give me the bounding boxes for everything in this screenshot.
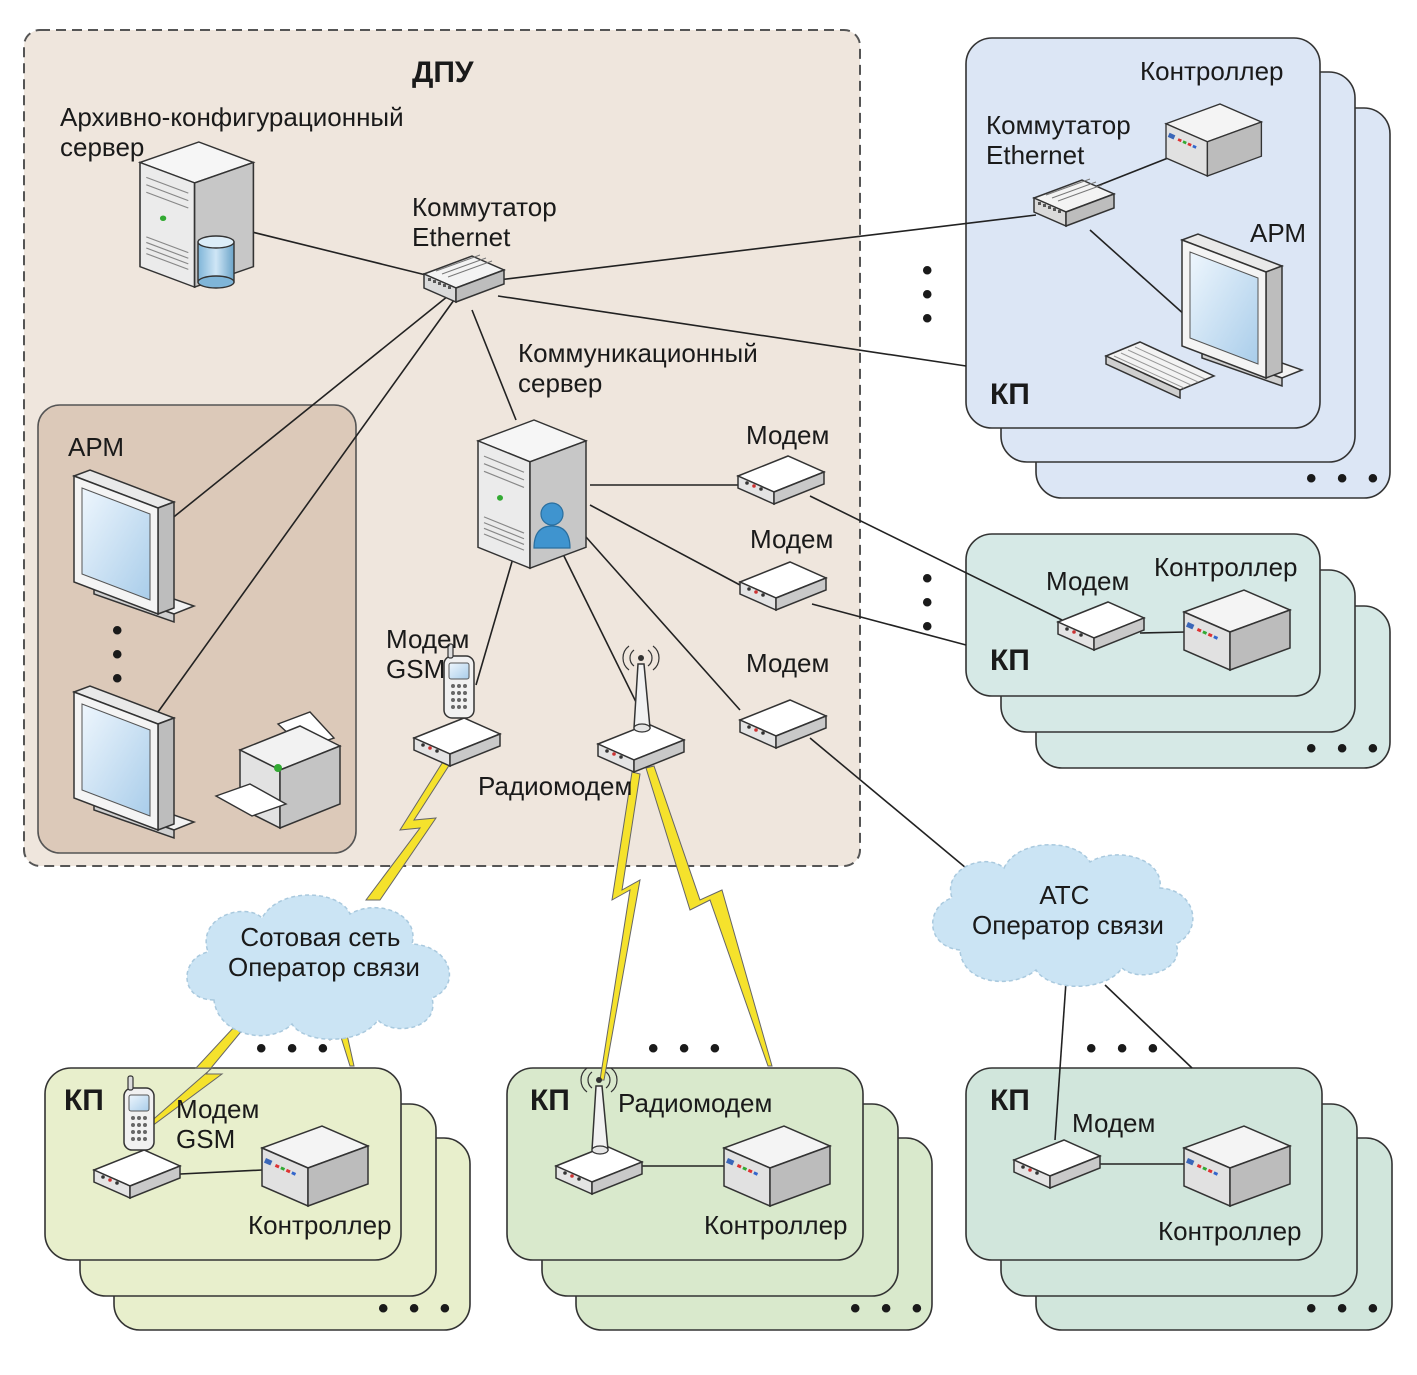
kp-atc-modem-label: Модем — [1072, 1108, 1155, 1138]
dpu-radiomodem-label: Радиомодем — [478, 771, 632, 801]
kp-gsm-controller-label: Контроллер — [248, 1210, 391, 1240]
kp-gsm-more: • • • — [378, 1292, 456, 1325]
kp-ethernet-title: КП — [990, 378, 1030, 411]
database-icon — [197, 235, 235, 289]
kp-atc-stack — [965, 1067, 1393, 1331]
kp-modem-title: КП — [990, 644, 1030, 677]
dpu-modem-3-label: Модем — [746, 648, 829, 678]
kp-radio-modem-label: Радиомодем — [618, 1088, 772, 1118]
kp-ethernet-controller-label: Контроллер — [1140, 56, 1283, 86]
kp-modem-controller-label: Контроллер — [1154, 552, 1297, 582]
kp-radio-top-more: • • • — [648, 1032, 726, 1065]
archive-server-label-line1: Архивно-конфигурационный — [60, 102, 404, 132]
dpu-modem-2-label: Модем — [750, 524, 833, 554]
atc-cloud — [931, 843, 1194, 987]
kp-radio-more: • • • — [850, 1292, 928, 1325]
kp-atc-top-more: • • • — [1086, 1032, 1164, 1065]
kp-modem-modem-label: Модем — [1046, 566, 1129, 596]
dpu-gsm-modem-label: Модем GSM — [386, 624, 477, 684]
kp-atc-more: • • • — [1306, 1292, 1384, 1325]
cellular-cloud-label: Сотовая сеть Оператор связи — [228, 922, 420, 982]
dpu-title: ДПУ — [412, 56, 474, 89]
dpu-modem-1-label: Модем — [746, 420, 829, 450]
kp-modem-more: • • • — [1306, 732, 1384, 765]
kp-atc-controller-label: Контроллер — [1158, 1216, 1301, 1246]
kp-radio-title: КП — [530, 1084, 570, 1117]
user-icon — [533, 502, 571, 549]
kp-modem-more-dots: ••• — [922, 562, 939, 643]
kp-ethernet-stack — [965, 37, 1391, 499]
dpu-switch-label: Коммутатор Ethernet — [412, 192, 564, 252]
archive-server-label: Архивно-конфигурационный сервер — [60, 102, 411, 162]
cellular-cloud — [186, 894, 451, 1040]
kp-ethernet-arm-label: АРМ — [1250, 218, 1306, 248]
connections — [139, 157, 1193, 1177]
printer-icon — [214, 711, 342, 830]
atc-cloud-label: АТС Оператор связи — [972, 880, 1164, 940]
kp-ethernet-more-dots: ••• — [922, 254, 939, 335]
kp-radio-controller-label: Контроллер — [704, 1210, 847, 1240]
kp-ethernet-more: • • • — [1306, 462, 1384, 495]
kp-gsm-top-more: • • • — [256, 1032, 334, 1065]
kp-atc-title: КП — [990, 1084, 1030, 1117]
comm-server-icon — [477, 419, 587, 569]
comm-server-label: Коммуникационный сервер — [518, 338, 765, 398]
archive-server-icon — [139, 141, 255, 289]
kp-gsm-title: КП — [64, 1084, 104, 1117]
kp-ethernet-switch-label: Коммутатор Ethernet — [986, 110, 1138, 170]
kp-gsm-modem-label: Модем GSM — [176, 1094, 267, 1154]
dpu-arm-label: АРМ — [68, 432, 124, 462]
arm-more-dots: ••• — [112, 614, 129, 695]
archive-server-label-line2: сервер — [60, 132, 144, 162]
